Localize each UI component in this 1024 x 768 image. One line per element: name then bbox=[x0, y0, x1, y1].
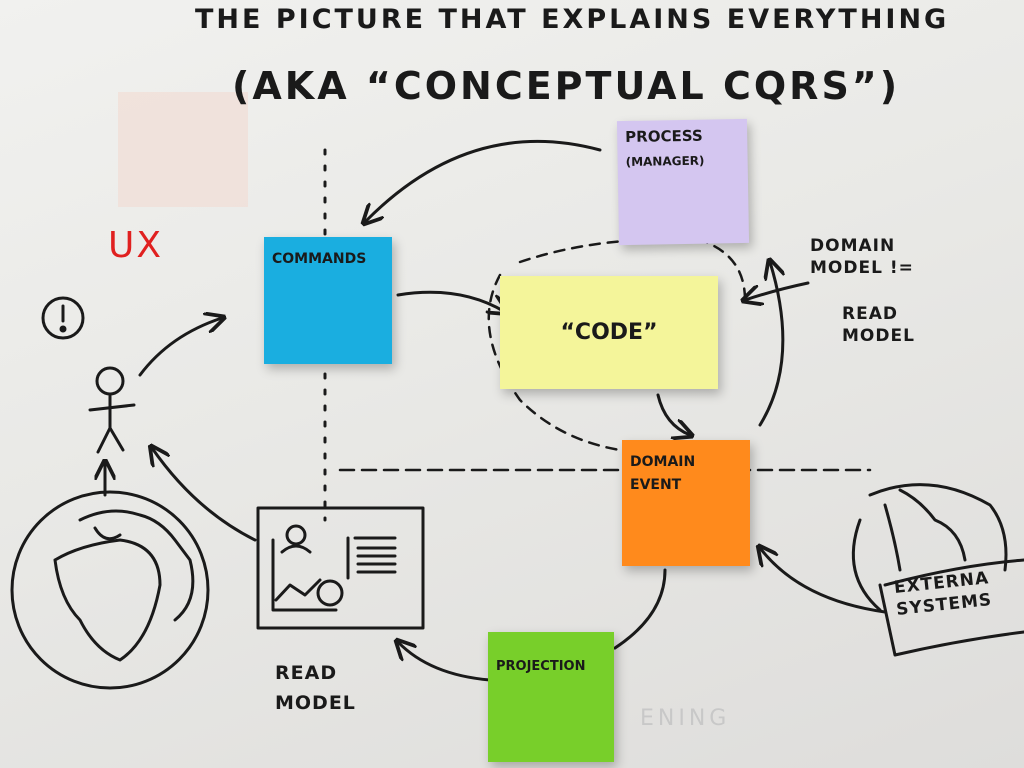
arrow-projection-to-read-model bbox=[398, 642, 492, 682]
arrow-external-to-event bbox=[760, 548, 887, 614]
process-label: Process bbox=[625, 126, 703, 147]
world-globe-icon-left bbox=[10, 490, 210, 690]
arrow-commands-to-code bbox=[396, 290, 505, 312]
domain-model-line1: Domain bbox=[810, 236, 896, 256]
ux-label: UX bbox=[108, 225, 164, 266]
sticky-note-code: “Code” bbox=[500, 276, 718, 389]
faint-background-block bbox=[118, 92, 248, 207]
sticky-note-projection: Projection bbox=[488, 632, 614, 762]
alert-circle-icon bbox=[41, 296, 85, 340]
sticky-note-process: Process (manager) bbox=[616, 118, 750, 246]
diagram-title-line2: (aka “Conceptual CQRS”) bbox=[232, 64, 901, 108]
sticky-note-domain-event: Domain Event bbox=[622, 440, 750, 566]
domain-model-label: Domain model != bbox=[810, 235, 914, 279]
read-model-bottom-line2: model bbox=[275, 692, 356, 714]
user-stick-figure bbox=[88, 366, 136, 454]
read-model-bottom-label: Read model bbox=[275, 658, 356, 718]
arrow-code-to-domain-event bbox=[656, 393, 690, 435]
read-model-right-line2: model bbox=[842, 326, 915, 346]
domain-event-line1: Domain bbox=[630, 454, 696, 470]
arrow-event-to-process bbox=[758, 262, 783, 427]
read-model-right-line1: Read bbox=[842, 304, 898, 324]
domain-event-line2: Event bbox=[630, 477, 682, 493]
sticky-note-commands: Commands bbox=[264, 237, 392, 364]
diagram-title-line1: The Picture that explains everything bbox=[195, 4, 950, 35]
manager-label: (manager) bbox=[625, 153, 705, 169]
faint-background-text: ENING bbox=[640, 706, 731, 731]
read-model-screen bbox=[256, 506, 425, 630]
domain-model-line2: model != bbox=[810, 258, 914, 278]
arrow-event-to-projection bbox=[613, 568, 667, 650]
read-model-right-label: Read model bbox=[842, 303, 915, 347]
external-systems-box bbox=[878, 558, 1024, 657]
projection-label: Projection bbox=[496, 659, 586, 674]
commands-label: Commands bbox=[272, 251, 367, 267]
arrow-process-to-commands bbox=[365, 139, 602, 222]
code-label: “Code” bbox=[560, 320, 658, 345]
arrow-label-to-code bbox=[745, 281, 810, 300]
arrow-user-to-commands bbox=[138, 318, 222, 377]
world-globe-icon-right bbox=[851, 483, 1008, 612]
read-model-bottom-line1: Read bbox=[275, 662, 338, 684]
arrow-read-model-to-user bbox=[152, 448, 257, 542]
